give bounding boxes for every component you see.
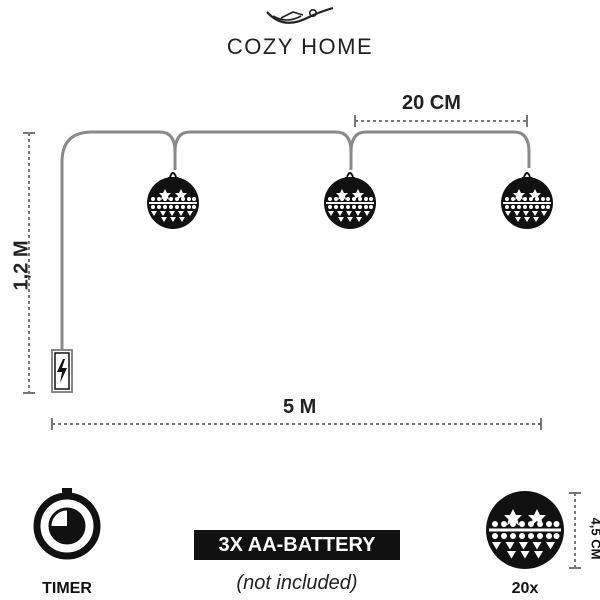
timer-label: TIMER [42, 580, 92, 597]
wire [60, 130, 531, 350]
brand-name: COZY HOME [226, 34, 374, 59]
ornament-ball-icon [146, 172, 200, 230]
spacing-dimension-label: 20 CM [402, 92, 461, 114]
battery-note: (not included) [236, 572, 358, 594]
ornament-ball-icon [500, 172, 554, 230]
ornament-ball-icon [323, 172, 377, 230]
battery-badge: 3X AA-BATTERY [194, 530, 400, 560]
hammock-logo-icon [266, 6, 334, 24]
ball-diameter-label: 4,5 CM [588, 517, 600, 560]
total-length-label: 5 M [283, 396, 317, 418]
quantity-label: 20x [511, 580, 539, 597]
lead-length-label: 1,2 M [10, 240, 33, 291]
ornament-ball-icon [486, 491, 564, 569]
battery-icon [51, 349, 73, 393]
timer-icon [33, 488, 101, 560]
